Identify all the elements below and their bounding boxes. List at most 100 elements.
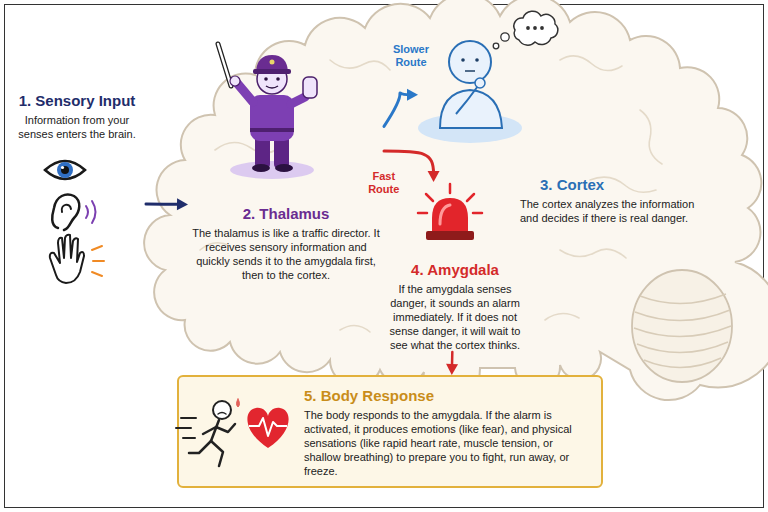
brain-outline [144, 0, 768, 400]
heart-icon [247, 408, 288, 448]
brain-folds [560, 56, 622, 71]
arrowhead [407, 89, 418, 101]
thinking-figure [465, 70, 475, 72]
thinking-figure [456, 86, 478, 114]
cerebellum [640, 294, 726, 304]
ear-icon [86, 206, 88, 218]
traffic-director-figure [218, 44, 231, 86]
running-figure [218, 413, 226, 415]
thinking-figure [418, 41, 522, 143]
eye-icon [45, 161, 85, 179]
running-figure [237, 399, 240, 407]
eye-icon [61, 166, 64, 169]
thinking-figure [475, 58, 479, 62]
node-description: The cortex analyzes the information and … [520, 197, 702, 225]
arrowhead [446, 364, 458, 375]
running-figure [211, 420, 219, 441]
traffic-director-figure [276, 77, 280, 81]
cerebellum [632, 270, 732, 382]
eye-icon [61, 166, 69, 174]
connector-line [384, 93, 410, 126]
hand-icon [50, 235, 104, 283]
traffic-director-figure [218, 44, 231, 86]
node-heading: 5. Body Response [304, 387, 591, 405]
node-heading: 4. Amygdala [388, 261, 522, 279]
traffic-director-figure [264, 77, 268, 81]
heart-icon [249, 418, 287, 436]
eye-icon [45, 161, 85, 179]
alarm-siren [418, 184, 482, 240]
running-figure [176, 418, 196, 438]
cerebellum [644, 358, 721, 368]
traffic-director-figure [218, 44, 317, 179]
brain-folds [560, 249, 626, 258]
traffic-director-figure [230, 76, 240, 86]
running-figure [203, 427, 216, 434]
traffic-director-figure [253, 69, 291, 74]
arrowhead [177, 198, 188, 210]
node-heading: 3. Cortex [520, 176, 702, 194]
thinking-figure [475, 78, 485, 88]
traffic-director-figure [230, 161, 314, 179]
running-figure [189, 441, 211, 453]
running-figure [176, 399, 240, 466]
alarm-siren [440, 205, 450, 224]
brain-folds [545, 313, 579, 320]
cerebellum [635, 310, 730, 321]
traffic-director-figure [266, 86, 278, 88]
hand-icon [50, 235, 84, 283]
sensory-arrow [146, 198, 188, 210]
running-figure [213, 401, 231, 419]
ear-icon [52, 195, 79, 231]
eye-icon [57, 162, 73, 178]
thought-bubble [493, 11, 558, 49]
cerebellum [637, 342, 728, 353]
route-label: Slower Route [386, 43, 436, 69]
node-description: If the amygdala senses danger, it sounds… [388, 282, 522, 352]
node-heading: 1. Sensory Input [8, 92, 146, 110]
traffic-director-figure [303, 77, 317, 98]
brain-folds [640, 110, 662, 164]
thought-bubble [514, 11, 558, 45]
traffic-director-figure [275, 164, 293, 172]
traffic-director-figure [250, 128, 294, 132]
thought-bubble [526, 26, 530, 30]
cerebellum [632, 270, 732, 382]
traffic-director-figure [291, 97, 305, 104]
alarm-siren [432, 198, 468, 232]
ear-icon [92, 201, 96, 223]
route-label: Fast Route [359, 170, 409, 196]
hand-icon [92, 246, 104, 276]
connector-line [146, 202, 181, 205]
thinking-figure [461, 58, 465, 62]
traffic-director-figure [237, 83, 253, 102]
alarm-arrow [446, 352, 458, 375]
node-description: The body responds to the amygdala. If th… [304, 408, 591, 478]
thought-bubble [533, 26, 537, 30]
node-description: Information from your senses enters the … [8, 113, 146, 141]
alarm-siren [426, 231, 474, 240]
traffic-director-figure [270, 60, 275, 65]
running-figure [211, 441, 223, 466]
thinking-figure [449, 41, 491, 83]
node-description: The thalamus is like a traffic director.… [188, 226, 384, 282]
thought-bubble [493, 43, 499, 49]
cerebellum [634, 294, 731, 368]
node-heading: 2. Thalamus [188, 205, 384, 223]
running-figure [216, 424, 235, 432]
thought-bubble [501, 33, 509, 41]
cerebellum [634, 326, 731, 337]
body-response-box: 5. Body ResponseThe body responds to the… [177, 375, 603, 488]
ear-icon [62, 205, 71, 212]
ear-icon [52, 195, 95, 231]
traffic-director-figure [252, 164, 270, 172]
arrowhead [428, 171, 440, 182]
brain-folds [340, 325, 370, 332]
brain-folds [330, 60, 390, 70]
slower-route-arrow [384, 89, 418, 127]
heart-icon [247, 408, 288, 448]
